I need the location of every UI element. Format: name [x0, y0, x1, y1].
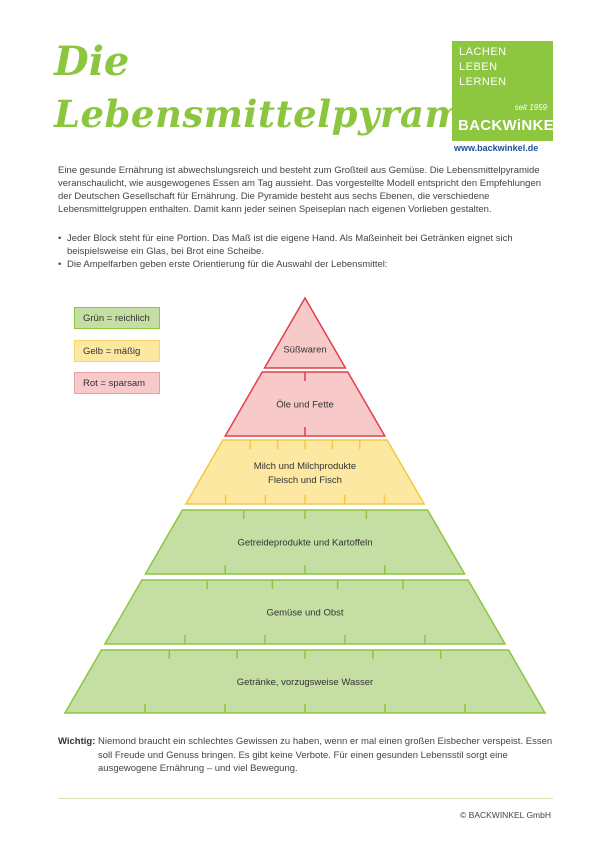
bullet-list: Jeder Block steht für eine Portion. Das … — [58, 232, 551, 271]
pyramid-label: Gemüse und Obst — [266, 608, 343, 619]
legend-red: Rot = sparsam — [74, 372, 160, 394]
pyramid-label: Milch und Milchprodukte — [254, 461, 356, 472]
page-title-line2: Lebensmittelpyramide — [54, 92, 530, 136]
pyramid-label: Getränke, vorzugsweise Wasser — [237, 677, 373, 688]
pyramid-level — [263, 296, 347, 369]
pyramid-level — [144, 509, 466, 575]
pyramid-level — [184, 439, 426, 505]
intro-paragraph: Eine gesunde Ernährung ist abwechslungsr… — [58, 165, 542, 215]
copyright: © BACKWINKEL GmbH — [460, 810, 551, 820]
page-title-line1: Die — [54, 38, 130, 85]
important-note: Wichtig: Niemond braucht ein schlechtes … — [58, 735, 558, 776]
pyramid-label: Süßwaren — [283, 345, 326, 356]
legend-green: Grün = reichlich — [74, 307, 160, 329]
logo-brand: BACKWiNKEL — [458, 117, 564, 134]
pyramid-label: Fleisch und Fisch — [268, 475, 342, 486]
pyramid-label: Öle und Fette — [276, 400, 334, 411]
bullet-item: Die Ampelfarben geben erste Orientierung… — [58, 258, 551, 271]
important-text: Niemond braucht ein schlechtes Gewissen … — [98, 736, 553, 774]
important-label: Wichtig: — [58, 736, 96, 747]
legend-yellow: Gelb = mäßig — [74, 340, 160, 362]
backwinkel-logo: LACHEN LEBEN LERNEN seit 1959 BACKWiNKEL — [452, 41, 563, 141]
logo-word: LERNEN — [459, 76, 507, 88]
footer-divider — [58, 798, 553, 799]
bullet-item: Jeder Block steht für eine Portion. Das … — [58, 232, 551, 258]
pyramid-label: Getreideprodukte und Kartoffeln — [237, 538, 372, 549]
pyramid-level — [223, 371, 387, 437]
logo-since: seit 1959 — [514, 103, 547, 112]
pyramid-level — [103, 579, 507, 645]
logo-word: LACHEN — [459, 46, 507, 58]
website-link[interactable]: www.backwinkel.de — [454, 143, 539, 153]
logo-word: LEBEN — [459, 61, 498, 73]
